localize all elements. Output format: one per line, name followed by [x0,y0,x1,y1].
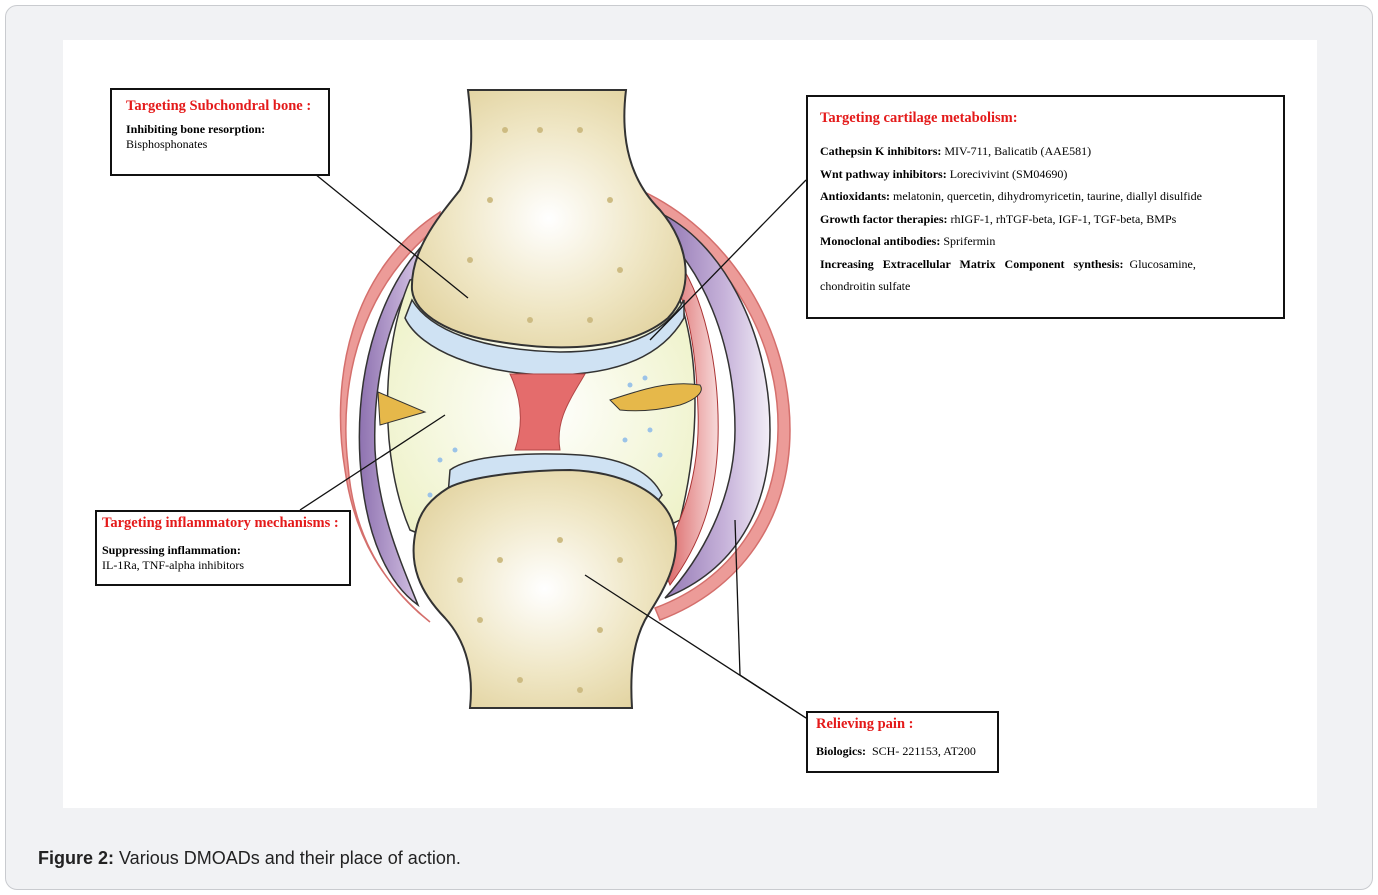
pain-line1-bold: Biologics: [816,744,866,758]
cartilage-title: Targeting cartilage metabolism: [820,111,1271,126]
cartilage-item: Growth factor therapies: rhIGF-1, rhTGF-… [820,212,1271,227]
tibia-bone [414,470,676,708]
inflammatory-line2: IL-1Ra, TNF-alpha inhibitors [102,558,344,573]
figure-caption: Figure 2: Various DMOADs and their place… [38,848,461,869]
subchondral-title: Targeting Subchondral bone : [126,99,314,114]
subchondral-bone-box: Targeting Subchondral bone : Inhibiting … [110,88,330,176]
subchondral-line2: Bisphosphonates [126,137,314,152]
cartilage-item: chondroitin sulfate [820,279,1271,294]
subchondral-line1: Inhibiting bone resorption: [126,122,265,136]
cartilage-metabolism-box: Targeting cartilage metabolism: Cathepsi… [806,95,1285,319]
cartilage-item: Antioxidants: melatonin, quercetin, dihy… [820,189,1271,204]
inflammatory-line1: Suppressing inflammation: [102,543,241,557]
inflammatory-title: Targeting inflammatory mechanisms : [102,516,344,531]
inflammatory-mechanisms-box: Targeting inflammatory mechanisms : Supp… [95,510,351,586]
cartilage-item: Cathepsin K inhibitors: MIV-711, Balicat… [820,144,1271,159]
cartilage-item: Monoclonal antibodies: Sprifermin [820,234,1271,249]
pain-line1-text: SCH- 221153, AT200 [866,744,976,758]
caption-text: Various DMOADs and their place of action… [114,848,461,868]
femur-bone [412,90,686,347]
pointer-pain-capsule [740,675,806,718]
caption-label: Figure 2: [38,848,114,868]
pain-title: Relieving pain : [816,717,989,732]
relieving-pain-box: Relieving pain : Biologics: SCH- 221153,… [806,711,999,773]
cartilage-item: Increasing Extracellular Matrix Componen… [820,257,1271,272]
cartilage-item: Wnt pathway inhibitors: Lorecivivint (SM… [820,167,1271,182]
